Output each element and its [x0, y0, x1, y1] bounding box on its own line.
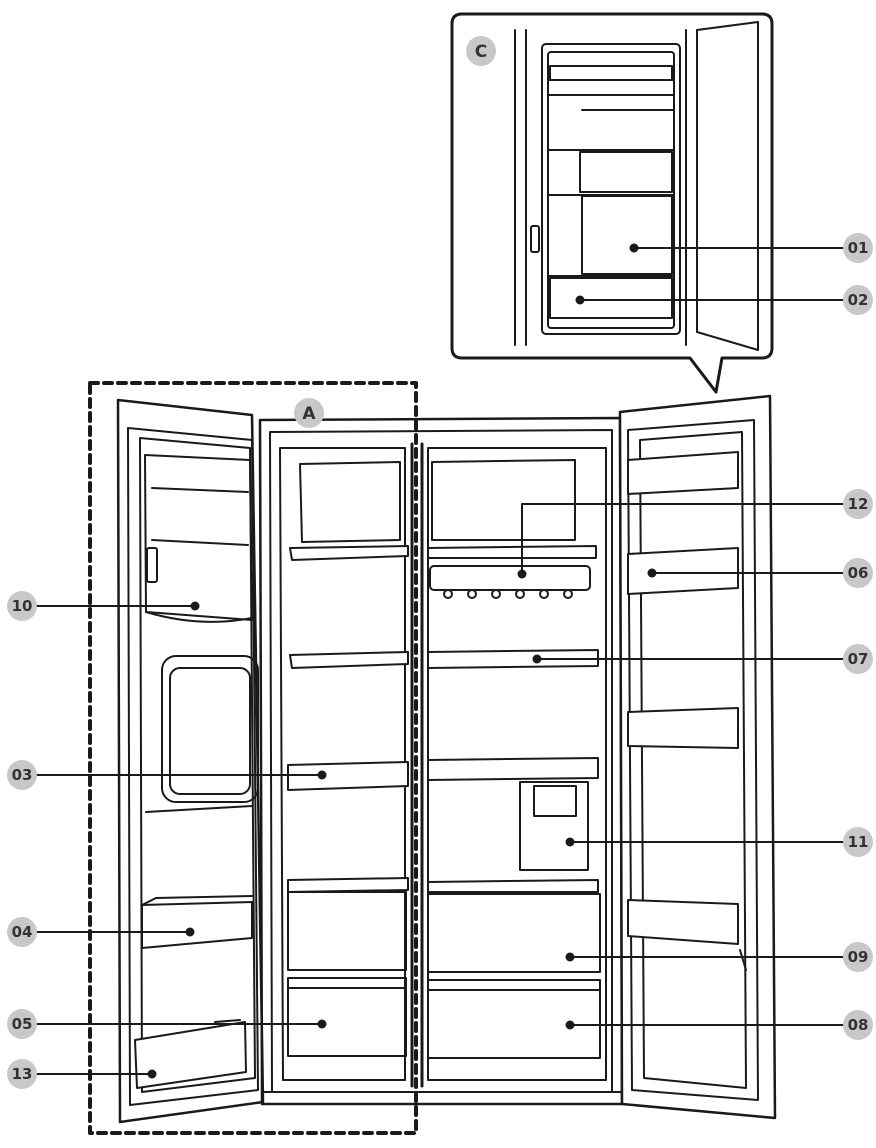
callout-06: 06: [843, 558, 873, 588]
section-label-c: C: [475, 42, 487, 62]
callout-label-05: 05: [12, 1015, 33, 1033]
callout-label-06: 06: [848, 564, 869, 582]
callout-07: 07: [843, 644, 873, 674]
callout-05: 05: [7, 1009, 37, 1039]
leader-lines: [33, 247, 846, 1075]
callout-label-02: 02: [848, 291, 869, 309]
callout-label-04: 04: [12, 923, 33, 941]
callout-03: 03: [7, 760, 37, 790]
callout-label-09: 09: [848, 948, 869, 966]
leader-dots: [147, 243, 657, 1079]
section-badge-c: C: [466, 36, 496, 66]
callout-08: 08: [843, 1010, 873, 1040]
region-a-outline: [88, 381, 418, 1135]
left-door: [116, 398, 265, 1124]
section-badge-a: A: [294, 398, 324, 428]
callout-label-03: 03: [12, 766, 33, 784]
zoom-bubble-c: [450, 12, 774, 394]
cabinet-body: [258, 416, 624, 1106]
callout-label-12: 12: [848, 495, 869, 513]
callout-13: 13: [7, 1059, 37, 1089]
callout-label-10: 10: [12, 597, 33, 615]
callout-label-07: 07: [848, 650, 869, 668]
callout-11: 11: [843, 827, 873, 857]
callout-09: 09: [843, 942, 873, 972]
callout-label-08: 08: [848, 1016, 869, 1034]
callout-01: 01: [843, 233, 873, 263]
callout-label-11: 11: [848, 833, 869, 851]
callout-label-13: 13: [12, 1065, 33, 1083]
callout-label-01: 01: [848, 239, 869, 257]
callout-02: 02: [843, 285, 873, 315]
callout-10: 10: [7, 591, 37, 621]
section-label-a: A: [302, 404, 316, 424]
callout-12: 12: [843, 489, 873, 519]
right-door: [618, 394, 777, 1120]
callout-04: 04: [7, 917, 37, 947]
